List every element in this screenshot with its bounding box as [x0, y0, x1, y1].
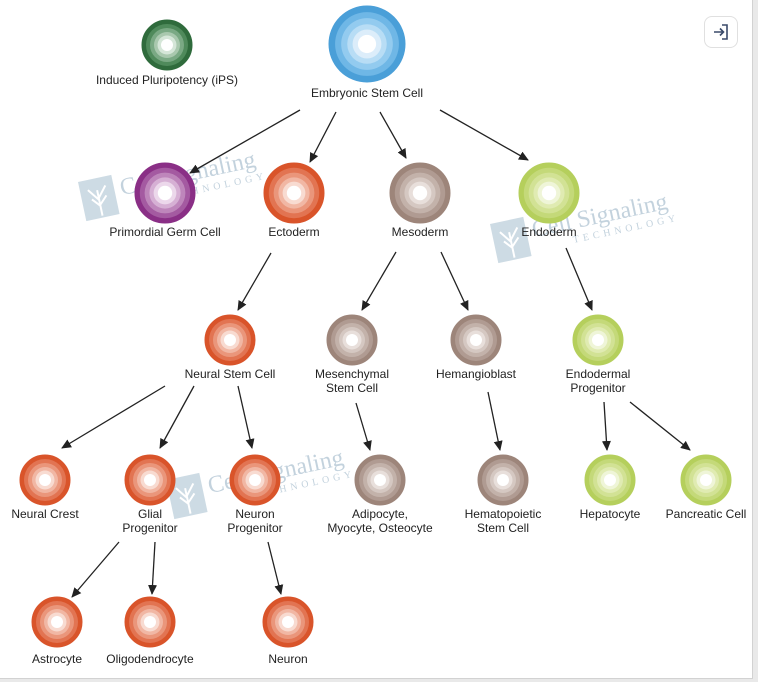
cell-node-ips: Induced Pluripotency (iPS) — [96, 19, 238, 87]
cell-label-glial-line-0: Glial — [138, 507, 162, 521]
cell-ring-nsc-5 — [224, 334, 236, 346]
cell-label-endoprog-line-0: Endodermal — [566, 367, 631, 381]
cell-ring-hsc-5 — [497, 474, 509, 486]
cell-label-ips: Induced Pluripotency (iPS) — [96, 73, 238, 87]
arrow-endoprog-to-pancreatic — [629, 401, 691, 451]
cell-label-hsc-line-0: Hematopoietic — [465, 507, 542, 521]
cell-label-hsc-line-1: Stem Cell — [477, 521, 529, 535]
cell-node-astro: Astrocyte — [31, 596, 83, 666]
arrow-esc-to-pgc — [189, 109, 301, 174]
cell-label-neuron: Neuron — [268, 652, 307, 666]
cell-ring-esc-5 — [357, 34, 377, 54]
arrow-meso-to-hemangio — [440, 251, 469, 311]
cell-label-ecto: Ectoderm — [268, 225, 319, 239]
cell-node-oligo: Oligodendrocyte — [106, 596, 194, 666]
cell-ring-pgc-5 — [157, 185, 173, 201]
arrow-esc-to-ecto — [309, 111, 337, 163]
cell-node-pgc: Primordial Germ Cell — [109, 162, 221, 239]
cell-ring-endo-5 — [541, 185, 557, 201]
cell-node-hemangio: Hemangioblast — [436, 314, 517, 381]
nodes: Induced Pluripotency (iPS) Embryonic Stem… — [11, 5, 747, 666]
cell-ring-astro-5 — [51, 616, 63, 628]
cell-label-crest: Neural Crest — [11, 507, 79, 521]
cell-label-hepato: Hepatocyte — [580, 507, 641, 521]
arrow-nsc-to-neuronprog — [237, 385, 255, 449]
cell-label-amo-line-0: Adipocyte, — [352, 507, 408, 521]
cell-ring-ecto-5 — [286, 185, 302, 201]
cell-ring-amo-5 — [374, 474, 386, 486]
cell-node-pancreatic: Pancreatic Cell — [666, 454, 747, 521]
cell-ring-msc-5 — [346, 334, 358, 346]
cell-label-msc-line-1: Stem Cell — [326, 381, 378, 395]
cell-label-amo-line-1: Myocyte, Osteocyte — [327, 521, 433, 535]
arrow-glial-to-astro — [71, 541, 120, 598]
cell-node-endo: Endoderm — [518, 162, 580, 239]
arrow-ecto-to-nsc — [237, 252, 272, 311]
cell-ring-hepato-5 — [604, 474, 616, 486]
cell-node-nsc: Neural Stem Cell — [185, 314, 276, 381]
cell-ring-crest-5 — [39, 474, 51, 486]
cell-label-pancreatic: Pancreatic Cell — [666, 507, 747, 521]
cell-node-esc: Embryonic Stem Cell — [311, 5, 423, 100]
arrow-nsc-to-crest — [61, 385, 166, 449]
cell-node-neuron: Neuron — [262, 596, 314, 666]
arrow-esc-to-meso — [379, 111, 407, 159]
cell-label-nsc: Neural Stem Cell — [185, 367, 276, 381]
cell-label-endoprog-line-1: Progenitor — [570, 381, 625, 395]
arrow-hemangio-to-hsc — [487, 391, 503, 451]
arrow-nsc-to-glial — [159, 385, 195, 449]
arrow-glial-to-oligo — [148, 541, 158, 595]
watermark-right: Cell Signaling TECHNOLOGY — [490, 189, 680, 264]
cell-node-ecto: Ectoderm — [263, 162, 325, 239]
cell-ring-glial-5 — [144, 474, 156, 486]
cell-label-neuronprog-line-0: Neuron — [235, 507, 274, 521]
arrow-esc-to-endo — [439, 109, 529, 161]
arrow-endo-to-endoprog — [565, 247, 593, 311]
cell-label-esc: Embryonic Stem Cell — [311, 86, 423, 100]
cell-label-glial-line-1: Progenitor — [122, 521, 177, 535]
cell-node-amo: Adipocyte,Myocyte, Osteocyte — [327, 454, 433, 535]
cell-label-msc-line-0: Mesenchymal — [315, 367, 389, 381]
cell-label-hemangio: Hemangioblast — [436, 367, 517, 381]
edges — [61, 109, 691, 598]
cell-label-pgc: Primordial Germ Cell — [109, 225, 220, 239]
cell-label-endo: Endoderm — [521, 225, 576, 239]
cell-ring-ips-5 — [161, 39, 173, 51]
cell-label-neuronprog-line-1: Progenitor — [227, 521, 282, 535]
exit-fullscreen-button[interactable] — [704, 16, 738, 48]
exit-arrow-icon — [714, 24, 728, 40]
cell-ring-oligo-5 — [144, 616, 156, 628]
cell-node-crest: Neural Crest — [11, 454, 79, 521]
arrow-endoprog-to-hepato — [601, 401, 611, 451]
cell-ring-endoprog-5 — [592, 334, 604, 346]
cell-label-astro: Astrocyte — [32, 652, 82, 666]
cell-node-hepato: Hepatocyte — [580, 454, 641, 521]
cell-ring-neuronprog-5 — [249, 474, 261, 486]
arrow-meso-to-msc — [361, 251, 397, 311]
cell-ring-hemangio-5 — [470, 334, 482, 346]
cell-ring-pancreatic-5 — [700, 474, 712, 486]
arrow-msc-to-amo — [355, 402, 372, 451]
arrow-neuronprog-to-neuron — [267, 541, 284, 595]
cell-label-meso: Mesoderm — [392, 225, 449, 239]
cell-node-meso: Mesoderm — [389, 162, 451, 239]
cell-ring-neuron-5 — [282, 616, 294, 628]
cell-label-oligo: Oligodendrocyte — [106, 652, 194, 666]
cell-ring-meso-5 — [412, 185, 428, 201]
